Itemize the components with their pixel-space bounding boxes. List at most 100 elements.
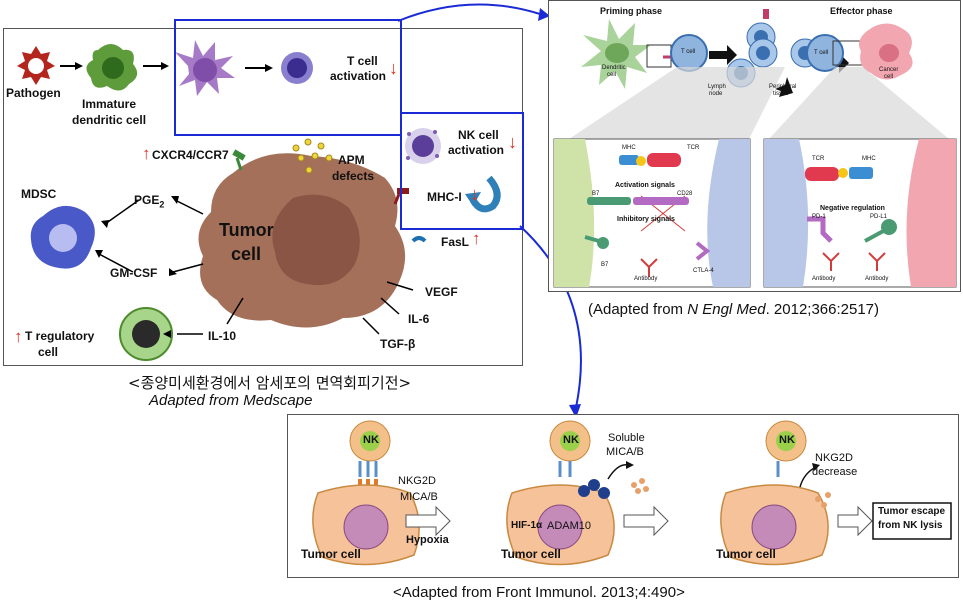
il6-label: IL-6 [408, 312, 430, 326]
nkg2d-decrease-label-2: decrease [812, 466, 858, 478]
mhc-label-2: MHC [862, 156, 876, 162]
antibody-label-3: Antibody [865, 276, 889, 282]
lymph-node-label-1: Lymph [708, 84, 726, 90]
nk-cell-1-icon [349, 420, 391, 462]
t-cell-label: T cell [681, 49, 696, 55]
tumor-cell-3-icon [720, 484, 829, 566]
tumor-escape-label-2: from NK lysis [878, 520, 943, 531]
nk-label-2: NK [563, 434, 579, 446]
activation-signals-label: Activation signals [615, 182, 675, 189]
nk-cell-activation-label-2: activation [448, 143, 505, 157]
dendritic-cell-label-2: cell [607, 72, 617, 78]
soluble-mica-fragments-2 [815, 492, 831, 508]
bottom-caption: <Adapted from Front Immunol. 2013;4:490> [393, 584, 685, 601]
immature-dendritic-cell-icon [86, 44, 138, 91]
t-cell-activation-label-1: T cell [347, 54, 378, 68]
pd1-label: PD-1 [812, 214, 826, 220]
nk-label-3: NK [779, 434, 795, 446]
mhc-label: MHC [622, 145, 636, 151]
right-caption-prefix: (Adapted from [588, 301, 688, 318]
nkg2d-label: NKG2D [398, 475, 436, 487]
cxcr4-up-arrow: ↑ [142, 144, 151, 163]
tumor-cell-icon [198, 153, 406, 328]
cd28-label: CD28 [677, 191, 693, 197]
t-cell-down-arrow: ↓ [389, 58, 398, 78]
soluble-mica-label-2: MICA/B [606, 446, 644, 458]
apm-defects-label-1: APM [338, 153, 365, 167]
nkg2d-receptor-1 [358, 461, 378, 477]
gm-csf-label: GM-CSF [110, 266, 158, 280]
tumor-cell-label-b: Tumor cell [501, 547, 561, 561]
nk-label-1: NK [363, 434, 379, 446]
t-cell-label-2: T cell [814, 50, 829, 56]
antibody-label-2: Antibody [812, 276, 836, 282]
hypoxia-label: Hypoxia [406, 534, 449, 546]
nkg2d-decrease-label-1: NKG2D [815, 452, 853, 464]
immature-dc-label-1: Immature [82, 97, 137, 111]
nk-cell-down-arrow: ↓ [508, 132, 517, 152]
left-caption-korean: <종양미세환경에서 암세포의 면역회피기전> [128, 374, 412, 392]
t-cell-highlight-box [174, 19, 402, 136]
cancer-cell-label-2: cell [884, 74, 894, 80]
t-cell-icon [281, 52, 313, 84]
il10-label: IL-10 [208, 329, 237, 343]
mhc-i-down-arrow: ↓ [470, 184, 479, 204]
fasl-label: FasL [441, 235, 470, 249]
tumor-immune-evasion-graphic [17, 40, 501, 361]
dendritic-cell-icon [581, 19, 651, 89]
vegf-label: VEGF [425, 285, 458, 299]
right-caption-journal: N Engl Med [687, 301, 766, 318]
nkg2d-receptor-2 [558, 461, 572, 477]
tumor-cell-1-icon [312, 484, 420, 566]
cxcr4-receptor-icon [232, 149, 246, 171]
t-cell-activation-label-2: activation [330, 69, 387, 83]
inhibitory-signals-label: Inhibitory signals [617, 216, 675, 223]
nk-escape-graphic [312, 420, 952, 566]
effector-t-cell-icon [806, 34, 844, 72]
right-caption-suffix: . 2012;366:2517) [765, 301, 880, 318]
b7-antibody-icon [584, 235, 711, 277]
tcr-mhc-pair-icon [805, 167, 873, 181]
lymph-node-label-2: node [709, 91, 723, 97]
fasl-receptor-icon [411, 236, 427, 243]
pge2-subscript: 2 [159, 199, 165, 210]
right-caption: (Adapted from N Engl Med. 2012;366:2517) [588, 301, 879, 318]
mdsc-label: MDSC [21, 187, 57, 201]
cxcr4-label: CXCR4/CCR7 [152, 148, 229, 162]
adam10-label: ADAM10 [547, 520, 592, 532]
tumor-cell-label-1: Tumor [219, 220, 274, 240]
b7-cd28-pair-icon [587, 197, 689, 205]
left-caption-source: Adapted from Medscape [149, 392, 313, 409]
t-regulatory-up-arrow: ↑ [14, 327, 23, 346]
tcr-label-2: TCR [812, 156, 825, 162]
immature-dc-label-2: dendritic cell [72, 113, 147, 127]
nk-cell-icon [405, 128, 441, 164]
tcr-label: TCR [687, 145, 700, 151]
fasl-up-arrow: ↑ [472, 229, 481, 248]
adam10-icon [578, 479, 610, 499]
mica-b-label: MICA/B [400, 491, 438, 503]
apm-defects-label-2: defects [332, 169, 375, 183]
nk-cell-highlight-box [400, 112, 524, 230]
tumor-cell-label-a: Tumor cell [301, 547, 361, 561]
mhc-tcr-pair-icon [619, 153, 681, 167]
t-regulatory-label-2: cell [38, 345, 59, 359]
checkpoint-graphic [553, 9, 957, 288]
mhc-i-label: MHC-I [427, 190, 462, 204]
pdl1-label: PD-L1 [870, 214, 888, 220]
ctla4-label: CTLA-4 [693, 268, 714, 274]
dendritic-cell-label-1: Dendritic [602, 65, 626, 71]
antibody-label: Antibody [634, 276, 658, 282]
tumor-cell-label-c: Tumor cell [716, 547, 776, 561]
cytokine-arrows [98, 199, 414, 335]
b7-label: B7 [592, 191, 600, 197]
mature-dendritic-cell-icon [175, 40, 235, 96]
peripheral-tissue-label-1: Peripheral [769, 84, 797, 90]
pge2-text: PGE [134, 193, 160, 207]
apm-dots-icon [292, 138, 333, 174]
nk-cell-activation-label-1: NK cell [458, 128, 499, 142]
soluble-mica-label-1: Soluble [608, 432, 645, 444]
hif1a-label: HIF-1α [511, 520, 543, 531]
t-regulatory-label-1: T regulatory [25, 329, 95, 343]
tgf-b-label: TGF-β [380, 337, 416, 351]
